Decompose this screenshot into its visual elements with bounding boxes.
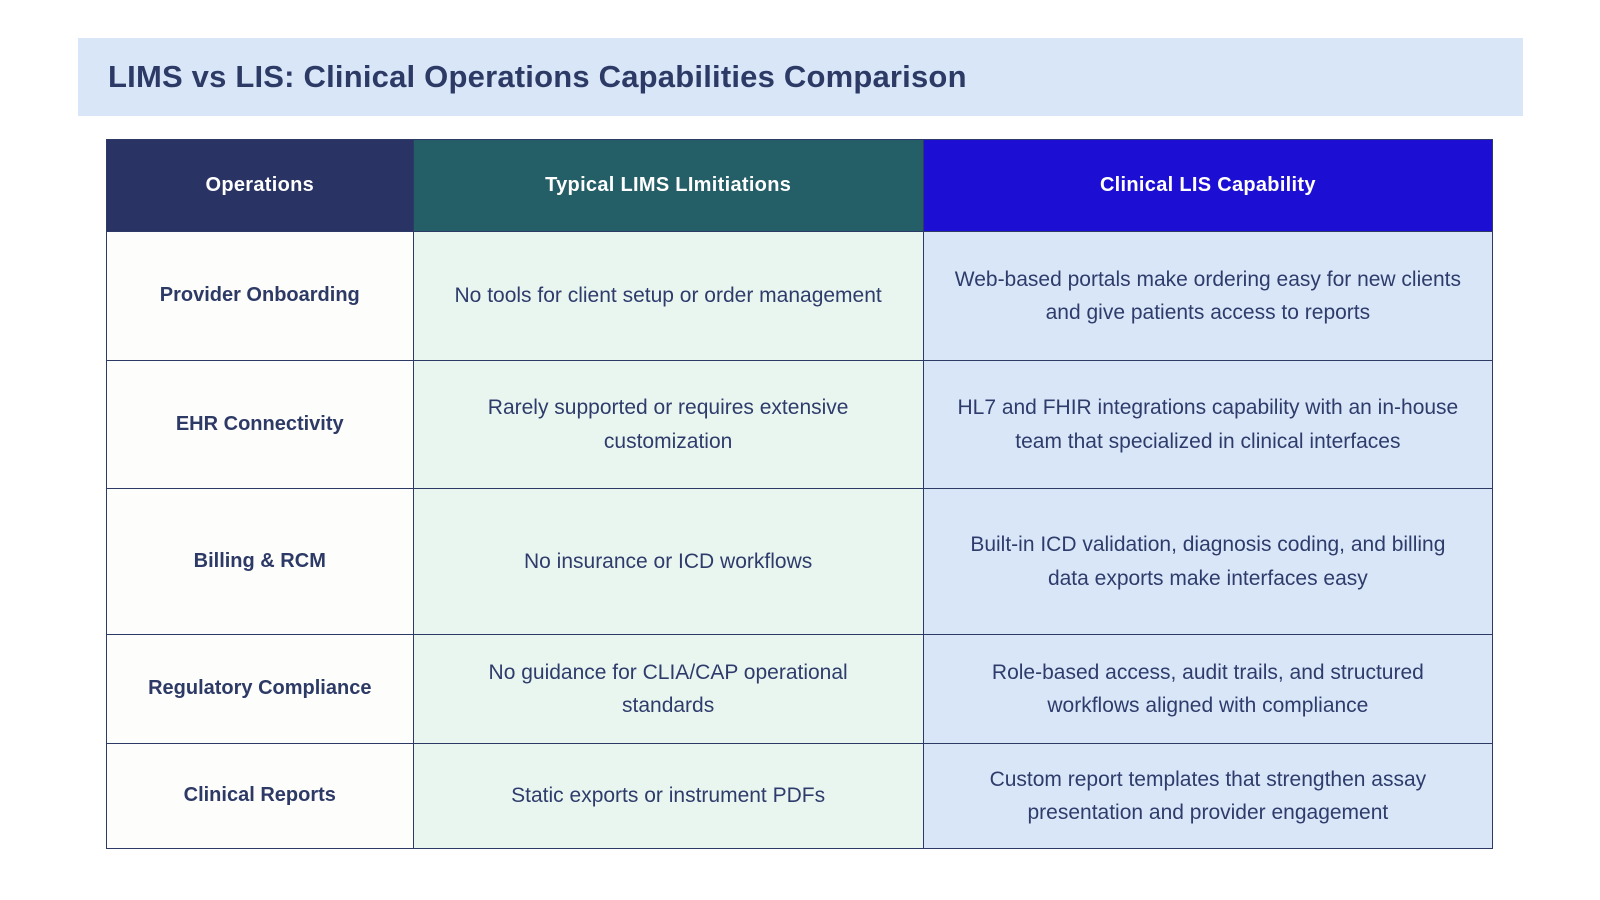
column-header-lis-capability: Clinical LIS Capability	[922, 140, 1492, 231]
lims-limitation-cell: No guidance for CLIA/CAP operational sta…	[412, 635, 923, 743]
title-band: LIMS vs LIS: Clinical Operations Capabil…	[78, 38, 1523, 116]
lis-capability-cell: Custom report templates that strengthen …	[922, 744, 1492, 848]
operation-cell: Billing & RCM	[107, 489, 413, 634]
comparison-table: Operations Typical LIMS LImitiations Cli…	[106, 139, 1493, 849]
lims-limitation-cell: Rarely supported or requires extensive c…	[412, 361, 923, 488]
table-row: Regulatory Compliance No guidance for CL…	[107, 634, 1492, 743]
lims-limitation-cell: Static exports or instrument PDFs	[412, 744, 923, 848]
page-title: LIMS vs LIS: Clinical Operations Capabil…	[108, 59, 967, 94]
lis-capability-cell: Role-based access, audit trails, and str…	[922, 635, 1492, 743]
table-header-row: Operations Typical LIMS LImitiations Cli…	[107, 140, 1492, 231]
lis-capability-cell: Web-based portals make ordering easy for…	[922, 232, 1492, 360]
operation-cell: Provider Onboarding	[107, 232, 413, 360]
column-header-lims-limitations: Typical LIMS LImitiations	[412, 140, 923, 231]
lis-capability-cell: Built-in ICD validation, diagnosis codin…	[922, 489, 1492, 634]
lims-limitation-cell: No insurance or ICD workflows	[412, 489, 923, 634]
table-row: EHR Connectivity Rarely supported or req…	[107, 360, 1492, 488]
table-row: Billing & RCM No insurance or ICD workfl…	[107, 488, 1492, 634]
operation-cell: Clinical Reports	[107, 744, 413, 848]
operation-cell: Regulatory Compliance	[107, 635, 413, 743]
lis-capability-cell: HL7 and FHIR integrations capability wit…	[922, 361, 1492, 488]
lims-limitation-cell: No tools for client setup or order manag…	[412, 232, 923, 360]
table-row: Clinical Reports Static exports or instr…	[107, 743, 1492, 848]
column-header-operations: Operations	[107, 140, 413, 231]
operation-cell: EHR Connectivity	[107, 361, 413, 488]
table-row: Provider Onboarding No tools for client …	[107, 231, 1492, 360]
table-body: Provider Onboarding No tools for client …	[107, 231, 1492, 848]
